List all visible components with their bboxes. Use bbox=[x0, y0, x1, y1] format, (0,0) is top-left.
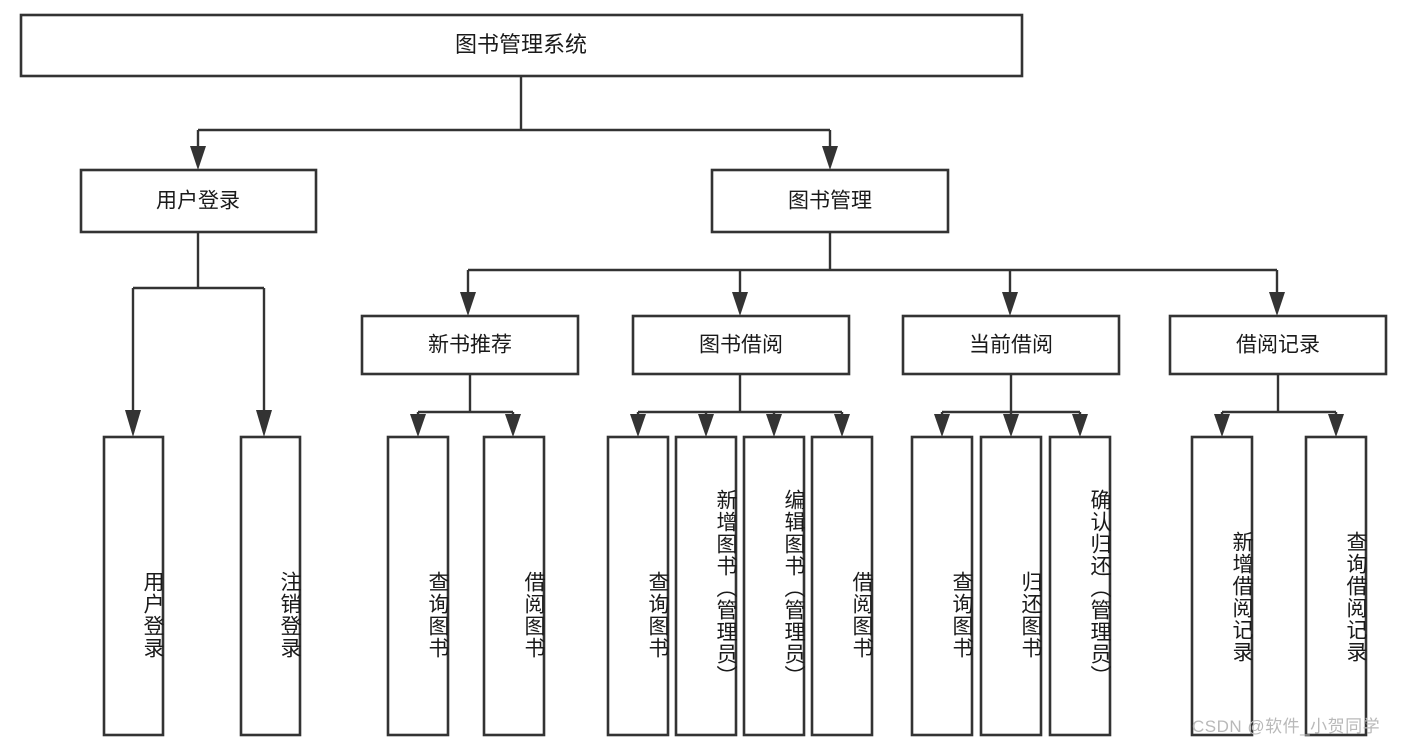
leaf-box-borrow-3[interactable] bbox=[810, 435, 874, 737]
arrow-head-user-login bbox=[190, 146, 206, 170]
node-book-manage-rect[interactable] bbox=[710, 168, 950, 234]
node-book-borrow-label: 图书借阅 bbox=[699, 334, 783, 357]
leaf-box-borrow-0[interactable] bbox=[606, 435, 670, 737]
node-current-borrow-label: 当前借阅 bbox=[969, 334, 1053, 357]
leaf-box-recommend-0[interactable] bbox=[386, 435, 450, 737]
node-borrow-record[interactable]: 借阅记录 bbox=[1168, 314, 1388, 376]
arrow-head-recommend-leaf-1 bbox=[505, 414, 521, 437]
node-borrow-record-label: 借阅记录 bbox=[1236, 334, 1320, 357]
leaf-box-borrow-2[interactable] bbox=[742, 435, 806, 737]
arrow-head-level3-2 bbox=[1002, 292, 1018, 316]
node-layer: 图书管理系统 用户登录 图书管理 新书推荐 图书借阅 bbox=[19, 13, 1388, 376]
node-user-login-rect[interactable] bbox=[79, 168, 318, 234]
arrow-head-leaf-user-login-0 bbox=[125, 410, 141, 437]
arrow-head-current-leaf-2 bbox=[1072, 414, 1088, 437]
connector-layer bbox=[125, 76, 1344, 437]
node-new-book-recommend-rect[interactable] bbox=[360, 314, 580, 376]
leaf-box-current-0[interactable] bbox=[910, 435, 974, 737]
arrow-head-current-leaf-1 bbox=[1003, 414, 1019, 437]
leaf-box-borrow-1[interactable] bbox=[674, 435, 738, 737]
leaf-layer bbox=[102, 435, 1368, 737]
node-book-borrow[interactable]: 图书借阅 bbox=[631, 314, 851, 376]
node-current-borrow[interactable]: 当前借阅 bbox=[901, 314, 1121, 376]
leaf-box-user-login-1[interactable] bbox=[239, 435, 302, 737]
leaf-box-record-0[interactable] bbox=[1190, 435, 1254, 737]
arrow-head-borrow-leaf-0 bbox=[630, 414, 646, 437]
node-current-borrow-rect[interactable] bbox=[901, 314, 1121, 376]
arrow-head-level3-3 bbox=[1269, 292, 1285, 316]
node-book-borrow-rect[interactable] bbox=[631, 314, 851, 376]
node-root-label: 图书管理系统 bbox=[455, 32, 587, 57]
node-borrow-record-rect[interactable] bbox=[1168, 314, 1388, 376]
node-book-manage-label: 图书管理 bbox=[788, 190, 872, 213]
arrow-head-borrow-leaf-2 bbox=[766, 414, 782, 437]
arrow-head-record-leaf-1 bbox=[1328, 414, 1344, 437]
leaf-box-current-2[interactable] bbox=[1048, 435, 1112, 737]
node-book-manage[interactable]: 图书管理 bbox=[710, 168, 950, 234]
arrow-head-level3-0 bbox=[460, 292, 476, 316]
arrow-head-book-manage bbox=[822, 146, 838, 170]
node-root[interactable]: 图书管理系统 bbox=[19, 13, 1024, 78]
arrow-head-level3-1 bbox=[732, 292, 748, 316]
arrow-head-current-leaf-0 bbox=[934, 414, 950, 437]
arrow-head-leaf-user-login-1 bbox=[256, 410, 272, 437]
node-new-book-recommend-label: 新书推荐 bbox=[428, 334, 512, 357]
node-user-login-label: 用户登录 bbox=[156, 190, 240, 213]
leaf-box-user-login-0[interactable] bbox=[102, 435, 165, 737]
leaf-box-current-1[interactable] bbox=[979, 435, 1043, 737]
node-user-login[interactable]: 用户登录 bbox=[79, 168, 318, 234]
node-new-book-recommend[interactable]: 新书推荐 bbox=[360, 314, 580, 376]
node-root-rect[interactable] bbox=[19, 13, 1024, 78]
arrow-head-borrow-leaf-1 bbox=[698, 414, 714, 437]
arrow-head-borrow-leaf-3 bbox=[834, 414, 850, 437]
leaf-box-record-1[interactable] bbox=[1304, 435, 1368, 737]
leaf-box-recommend-1[interactable] bbox=[482, 435, 546, 737]
arrow-head-record-leaf-0 bbox=[1214, 414, 1230, 437]
arrow-head-recommend-leaf-0 bbox=[410, 414, 426, 437]
